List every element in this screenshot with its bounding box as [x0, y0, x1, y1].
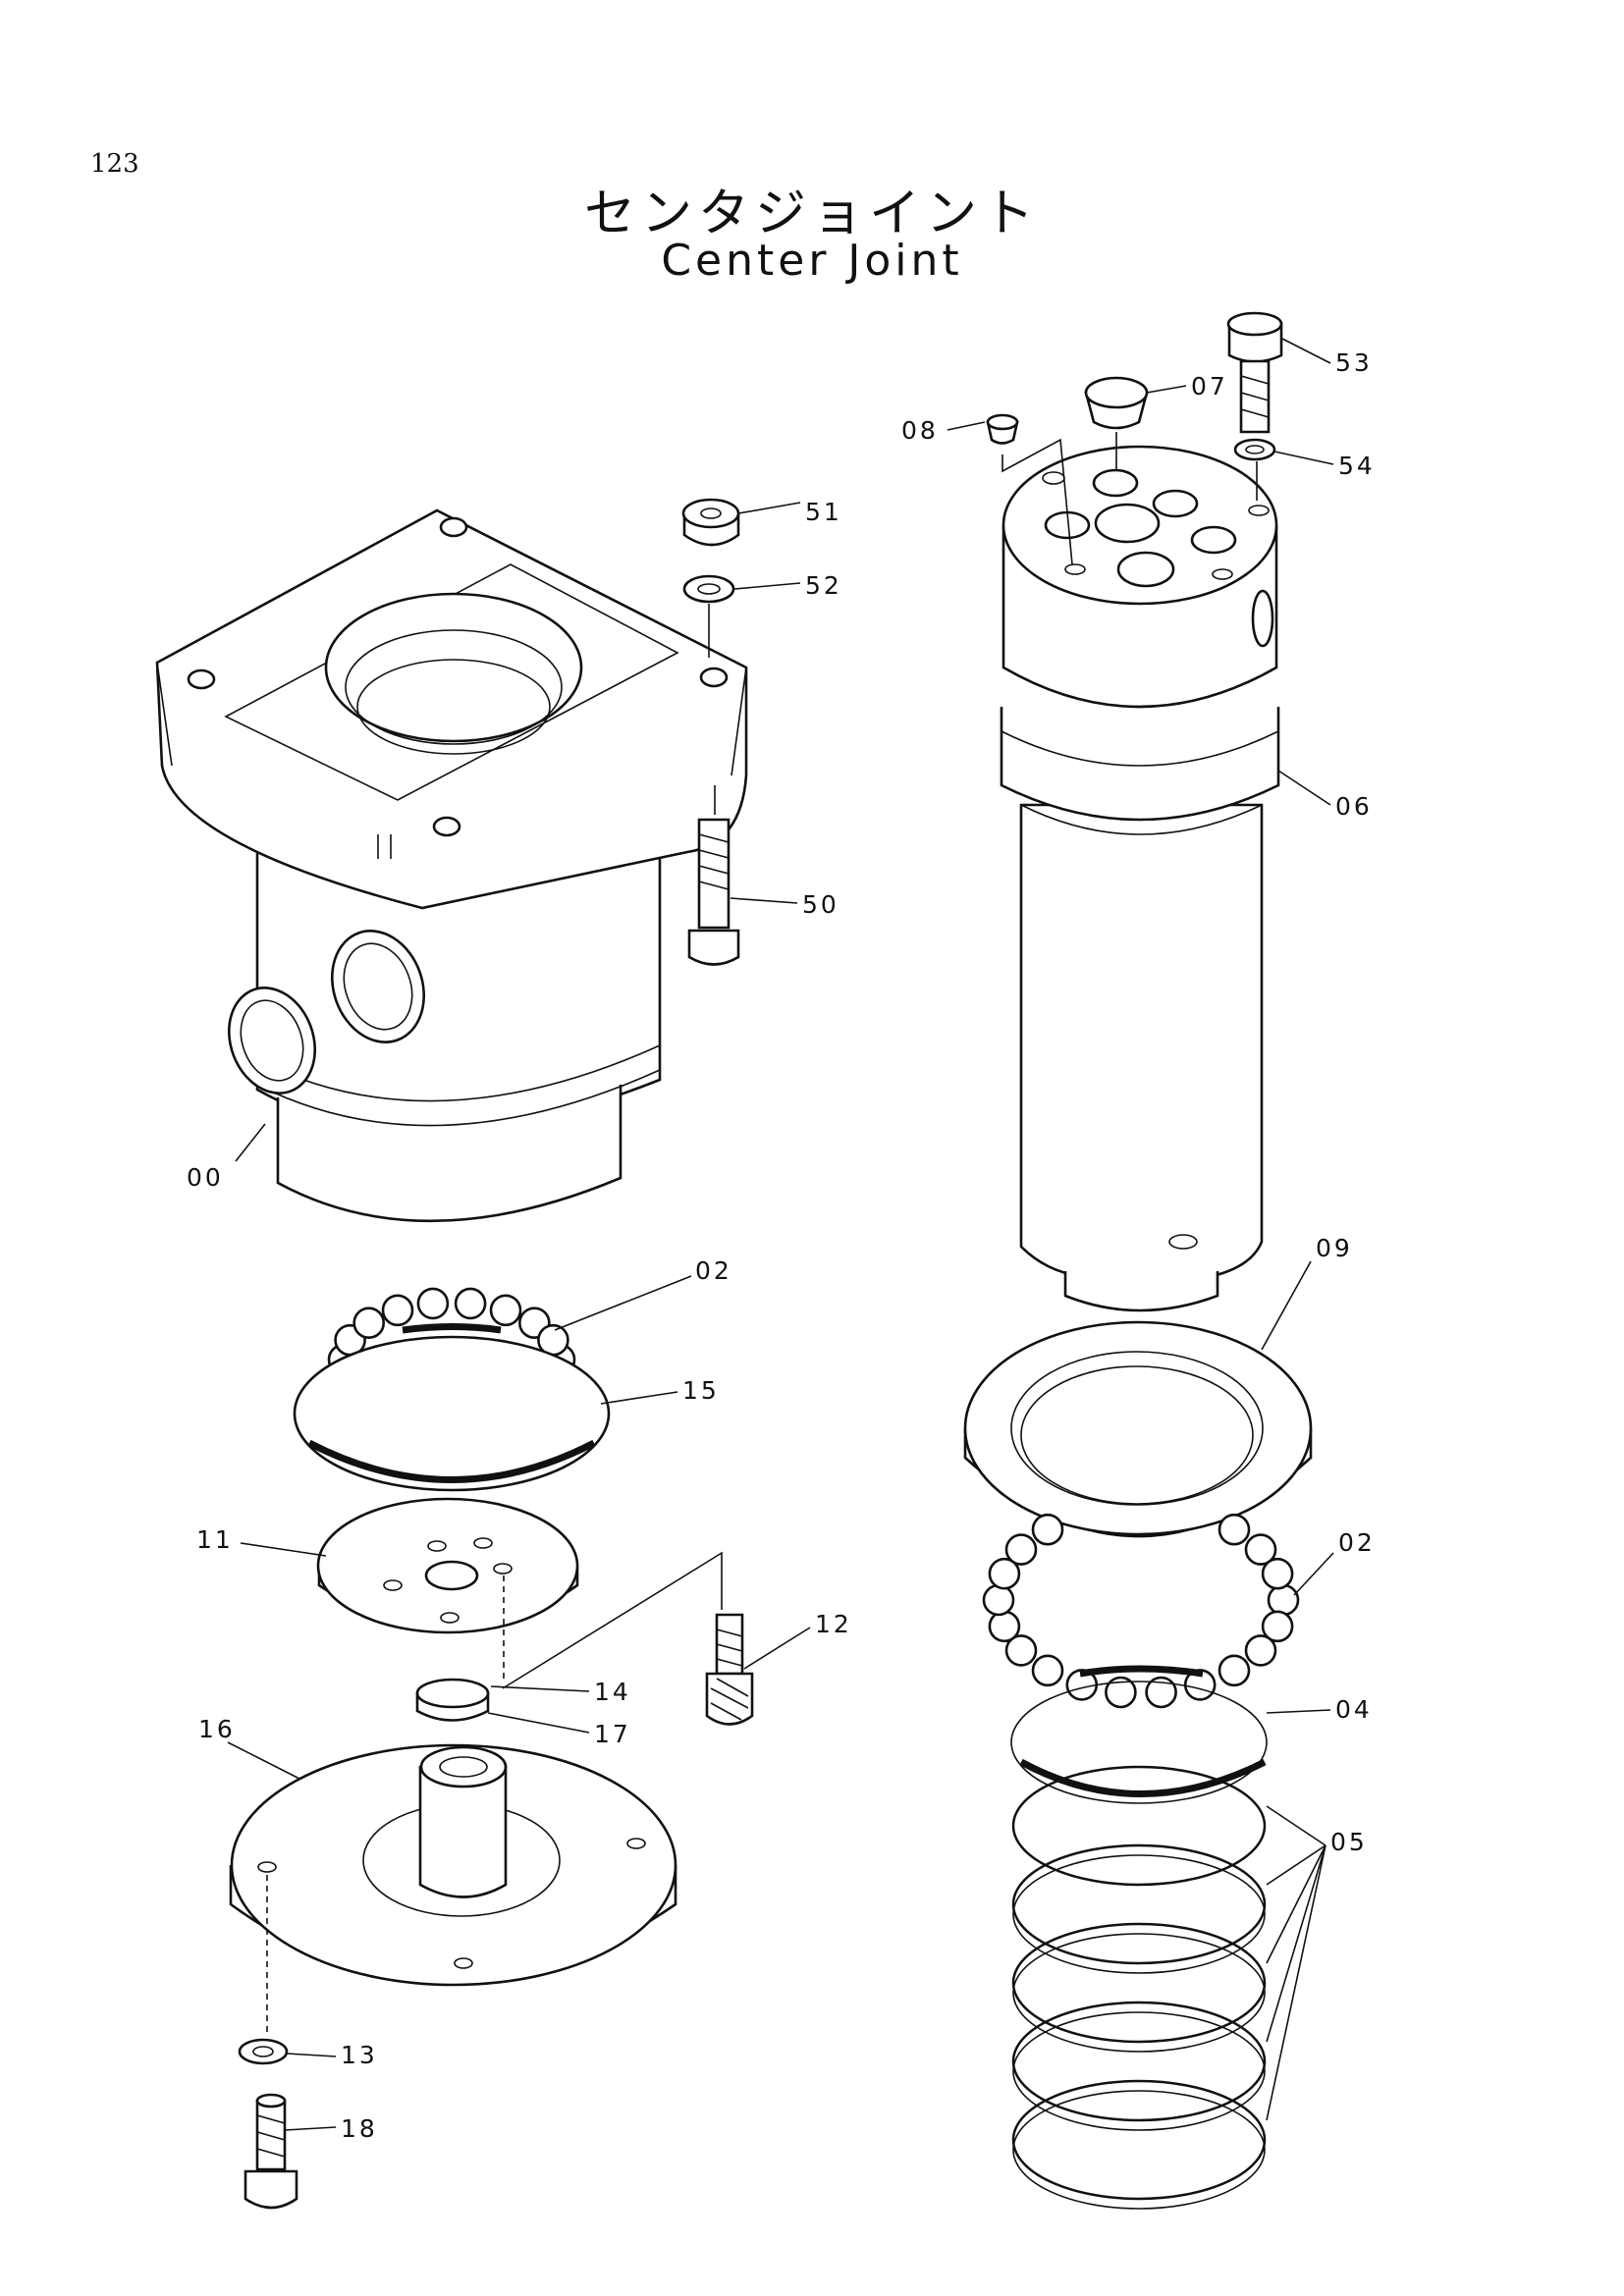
- ball: [1244, 1634, 1277, 1667]
- ball: [988, 1557, 1021, 1590]
- part-15-ring: [293, 1335, 611, 1492]
- part-02-balls-right: [982, 1513, 1300, 1709]
- label-52: 52: [805, 571, 842, 600]
- label-53: 53: [1335, 348, 1373, 377]
- ball: [982, 1583, 1015, 1617]
- ball: [988, 1610, 1021, 1643]
- label-54: 54: [1338, 452, 1376, 480]
- label-09: 09: [1316, 1234, 1353, 1262]
- label-14: 14: [594, 1678, 631, 1706]
- label-15: 15: [682, 1376, 720, 1405]
- ball: [1031, 1513, 1064, 1546]
- label-11: 11: [196, 1525, 234, 1554]
- part-07-plug: [1084, 376, 1149, 430]
- label-08: 08: [901, 416, 939, 445]
- part-14-collar: [415, 1678, 490, 1722]
- part-06-spindle: [1000, 445, 1280, 1312]
- part-04-ring: [1010, 1681, 1268, 1804]
- part-12-screw: [705, 1613, 754, 1726]
- page-number: 123: [90, 149, 139, 179]
- ball: [1218, 1654, 1251, 1687]
- part-50-bolt: [687, 818, 740, 966]
- ball: [1218, 1513, 1251, 1546]
- part-11-plate: [316, 1497, 579, 1634]
- ball: [454, 1287, 487, 1320]
- part-54-washer: [1233, 438, 1276, 461]
- label-00: 00: [187, 1163, 224, 1192]
- ball: [1267, 1583, 1300, 1617]
- ball: [1004, 1634, 1038, 1667]
- ball: [1261, 1557, 1294, 1590]
- title-english: Center Joint: [661, 236, 963, 286]
- label-12: 12: [815, 1610, 852, 1638]
- part-13-washer: [238, 2038, 289, 2065]
- label-17: 17: [594, 1720, 631, 1748]
- part-52-washer: [682, 574, 735, 604]
- ball: [1105, 1676, 1137, 1709]
- label-50: 50: [802, 890, 839, 919]
- title-japanese: センタジョイント: [583, 185, 1040, 243]
- label-06: 06: [1335, 792, 1373, 821]
- part-16-base: [229, 1743, 677, 1987]
- part-08-small-plug: [986, 413, 1019, 445]
- label-13: 13: [341, 2041, 378, 2069]
- ball: [416, 1287, 450, 1320]
- label-07: 07: [1191, 372, 1228, 400]
- label-02-right: 02: [1338, 1528, 1376, 1557]
- part-18-bolt: [244, 2093, 298, 2210]
- label-04: 04: [1335, 1695, 1373, 1724]
- ball: [1004, 1533, 1038, 1566]
- ball: [1031, 1654, 1064, 1687]
- label-18: 18: [341, 2114, 378, 2143]
- ball: [1261, 1610, 1294, 1643]
- ball: [1145, 1676, 1177, 1709]
- ball: [352, 1307, 386, 1339]
- ball: [381, 1294, 414, 1327]
- ball: [1244, 1533, 1277, 1566]
- part-09-seal: [963, 1320, 1313, 1538]
- part-00-housing: [155, 508, 748, 1223]
- part-53-bolt: [1226, 311, 1283, 434]
- ball: [489, 1294, 522, 1327]
- label-02-left: 02: [695, 1256, 732, 1285]
- part-labels: 51 52 50 00 02 15 11 12 14 17 16 13 18 0…: [187, 348, 1376, 2143]
- label-05: 05: [1330, 1828, 1368, 1856]
- part-05-rings: [1011, 1765, 1267, 2210]
- leader-lines: [227, 338, 1334, 2131]
- part-51-nut: [681, 498, 740, 547]
- label-51: 51: [805, 498, 842, 526]
- label-16: 16: [198, 1715, 236, 1743]
